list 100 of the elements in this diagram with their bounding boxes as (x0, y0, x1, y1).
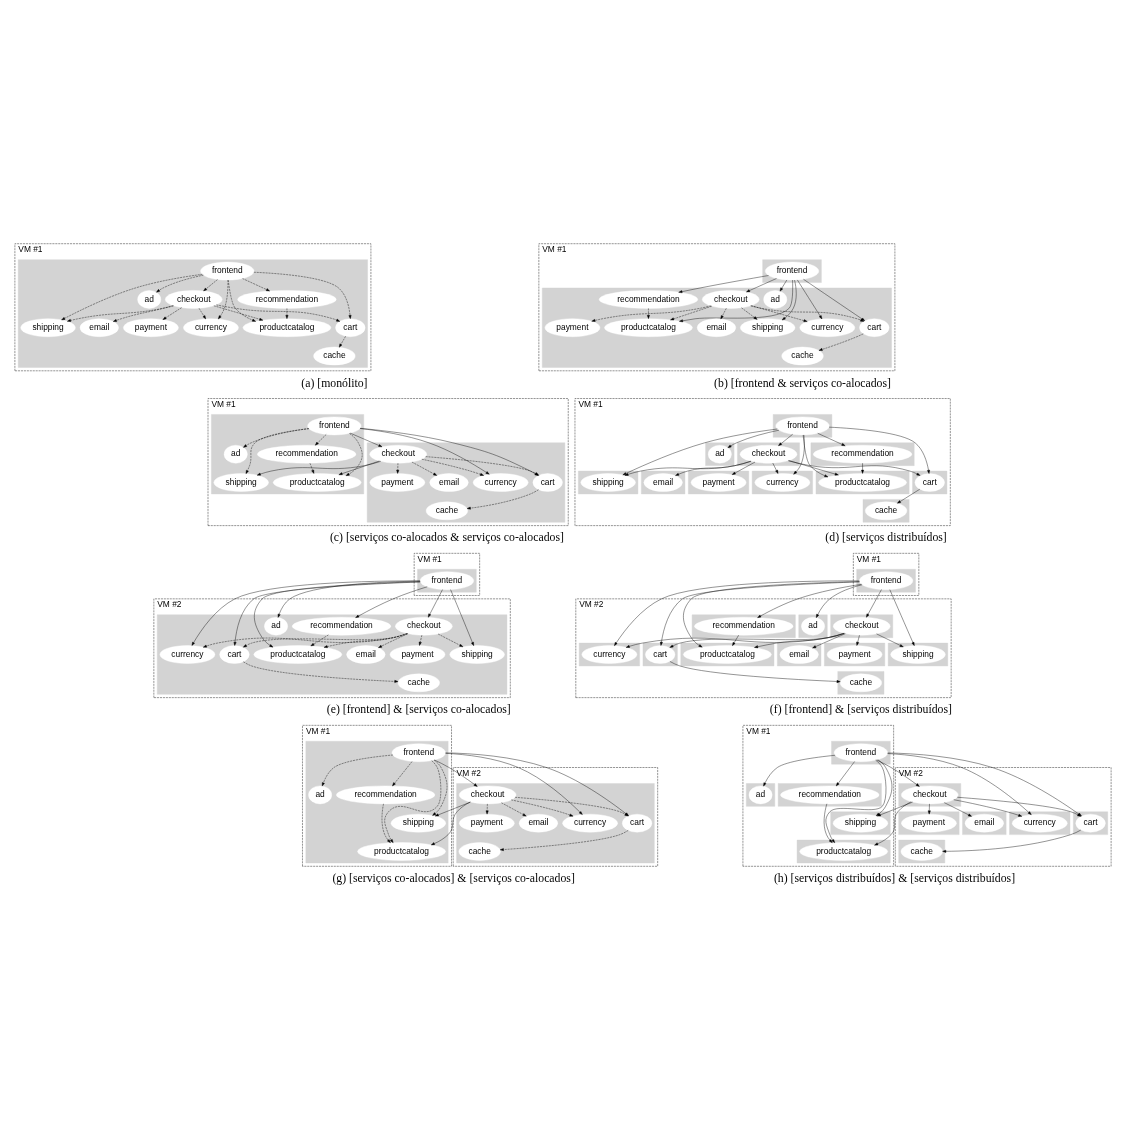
arrow (624, 460, 752, 476)
node-ellipse: payment (369, 472, 426, 492)
arrow (499, 829, 629, 851)
arrow (384, 759, 442, 843)
node-ellipse: payment (826, 644, 883, 664)
arrow (793, 434, 805, 475)
arrow (861, 462, 864, 474)
arrow (675, 460, 751, 476)
arrow (315, 433, 327, 445)
arrow (802, 434, 829, 477)
arrow (836, 760, 855, 786)
node-label: (d) [serviços distribuídos] (825, 530, 947, 544)
arrow (67, 305, 174, 322)
arrow (591, 305, 712, 322)
node-ellipse: cache (458, 841, 501, 861)
node-label: (a) [monólito] (301, 376, 368, 390)
arrow (897, 488, 921, 504)
node-ellipse: cache (397, 673, 440, 692)
node-ellipse: currency (183, 318, 239, 337)
arrow (345, 432, 363, 476)
arrow (253, 271, 352, 319)
arrow (203, 278, 218, 291)
node-ellipse: checkout (459, 785, 517, 804)
arrow (242, 277, 270, 291)
node-label: (c) [serviços co-alocados & serviços co-alocados] (329, 530, 564, 544)
arrow (669, 660, 841, 683)
node-ellipse: ad (308, 785, 332, 804)
arrow (392, 760, 413, 786)
arrow (434, 759, 478, 787)
arrow (285, 307, 289, 319)
arrow (754, 632, 845, 648)
arrow (678, 274, 769, 293)
node-ellipse: ad (801, 616, 825, 635)
node-ellipse: checkout (395, 616, 453, 635)
arrow (428, 588, 443, 617)
arrow (876, 758, 893, 816)
arrow (856, 634, 860, 646)
arrow (434, 801, 471, 816)
arrow (670, 305, 713, 320)
arrow (162, 306, 182, 320)
arrow (309, 462, 315, 474)
node-ellipse: recommendation (257, 444, 357, 463)
arrow (218, 279, 229, 319)
node-ellipse: cache (313, 346, 356, 365)
arrow (203, 632, 408, 647)
arrow (741, 307, 758, 320)
arrow (614, 580, 860, 646)
node-label: (h) [serviços distribuídos] & [serviços distribuídos] (773, 871, 1016, 885)
arrow (889, 588, 915, 646)
node-label: (e) [frontend] & [serviços co-alocados] (326, 702, 511, 716)
arrow (437, 633, 464, 647)
arrow (378, 633, 409, 648)
arrow (228, 279, 256, 322)
arrow (731, 461, 756, 475)
arrow (421, 458, 484, 476)
arrow (396, 462, 400, 474)
arrow (816, 584, 863, 618)
arrow (432, 759, 448, 816)
arrow (828, 426, 930, 474)
arrow (876, 633, 904, 647)
node-ellipse: frontend (419, 571, 474, 590)
arrow (501, 802, 527, 816)
arrow (243, 661, 399, 683)
arrow (720, 307, 727, 319)
arrow (957, 796, 1082, 817)
arrow (61, 273, 203, 320)
arrow (779, 279, 788, 291)
node-ellipse: frontend (200, 261, 255, 280)
node-ellipse: cache (900, 841, 943, 861)
arrow (256, 460, 382, 475)
arrow (772, 462, 779, 474)
arrow (625, 632, 845, 648)
node-ellipse: frontend (859, 571, 914, 590)
arrow (818, 333, 864, 351)
arrow (927, 803, 931, 814)
arrow (322, 754, 394, 786)
node-ellipse: payment (901, 813, 957, 832)
arrow (418, 634, 423, 646)
node-label: (b) [frontend & serviços co-alocados] (714, 376, 891, 390)
arrow (727, 429, 780, 448)
node-ellipse: frontend (391, 743, 446, 762)
arrow (355, 586, 428, 618)
arrow (788, 460, 921, 476)
arrow (485, 803, 489, 814)
arrow (156, 274, 204, 292)
arrow (338, 460, 380, 475)
arrow (243, 632, 408, 647)
arrow (778, 433, 793, 446)
arrow (679, 279, 793, 322)
node-label: (g) [serviços co-alocados] & [serviços co-alocados] (332, 871, 575, 885)
arrow (323, 632, 408, 648)
arrow (797, 279, 823, 319)
arrow (750, 305, 864, 322)
node-ellipse: frontend (307, 416, 362, 435)
node-ellipse: payment (459, 813, 515, 832)
arrow (746, 277, 777, 292)
arrow (622, 428, 778, 475)
arrow (511, 799, 574, 816)
arrow (823, 803, 833, 843)
node-ellipse: payment (389, 644, 446, 664)
